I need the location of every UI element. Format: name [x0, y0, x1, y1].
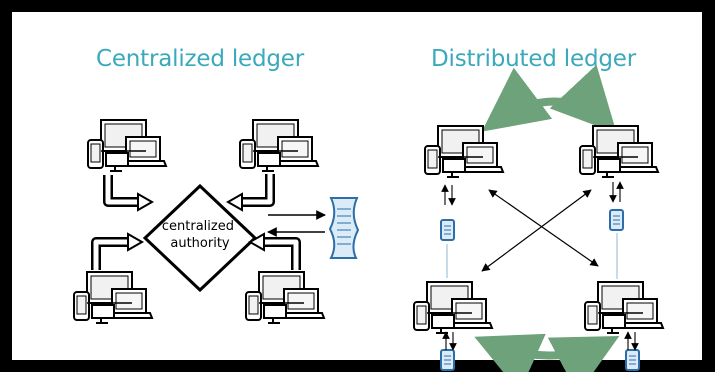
top-right-flow-arrow: [240, 174, 275, 207]
diagonal-peer-link-2: [481, 189, 592, 272]
top-left-flow-arrow-inner: [105, 175, 140, 205]
distributed-bottom-right-computer-set-icon: [584, 281, 664, 334]
distributed-top-right-computer-set-icon: [579, 125, 659, 178]
bottom-right-flow-arrow: [262, 237, 301, 270]
bottom-left-computer-set-icon: [73, 271, 153, 324]
top-left-computer-set-icon: [87, 119, 167, 172]
frame-left-border: [0, 0, 12, 372]
bottom-sync-arrow-icon: [474, 333, 620, 372]
top-right-computer-set-icon: [239, 119, 319, 172]
bottom-left-flow-arrow-inner: [93, 239, 130, 270]
distributed-left-ledger-icon: [440, 219, 455, 241]
centralized-authority-node: [142, 183, 258, 293]
distributed-ledger-diagram: [413, 64, 664, 372]
centralized-authority-line-1: centralized: [162, 219, 234, 234]
diagonal-peer-link-1: [488, 189, 599, 267]
centralized-authority-line-2: authority: [170, 236, 230, 251]
central-ledger-document-icon: [328, 197, 360, 259]
top-left-flow-arrow: [103, 175, 140, 207]
bottom-left-flow-arrowhead: [127, 232, 145, 252]
distributed-right-ledger-icon: [609, 209, 624, 231]
bottom-left-flow-arrow: [91, 237, 130, 270]
bottom-right-computer-set-icon: [245, 271, 325, 324]
centralized-ledger-title: Centralized ledger: [96, 46, 305, 72]
bottom-right-flow-arrow-inner: [262, 239, 299, 270]
top-left-flow-arrowhead: [137, 192, 155, 212]
frame-top-border: [0, 0, 715, 12]
distributed-bottom-left-ledger-icon: [440, 349, 455, 371]
top-right-flow-arrow-inner: [240, 174, 273, 205]
centralized-authority-label: centralized authority: [162, 219, 238, 251]
top-right-flow-arrowhead: [225, 192, 243, 212]
bottom-right-flow-arrowhead: [247, 232, 265, 252]
distributed-top-left-computer-set-icon: [424, 125, 504, 178]
frame-right-border: [702, 0, 715, 372]
distributed-bottom-left-computer-set-icon: [413, 281, 493, 334]
top-sync-arrow-icon: [481, 64, 617, 134]
distributed-bottom-right-ledger-icon: [625, 349, 640, 371]
centralized-ledger-diagram: centralized authority: [73, 119, 360, 324]
